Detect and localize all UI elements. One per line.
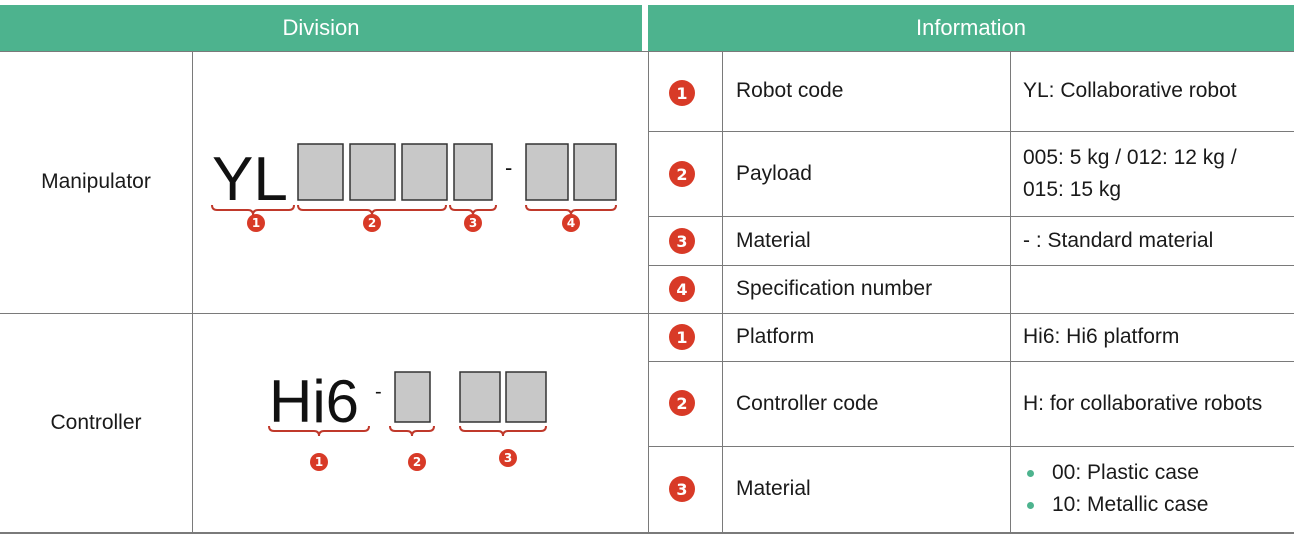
badge-2: 2 xyxy=(669,161,695,187)
manipulator-code-diagram: YL - 1 2 3 4 xyxy=(211,143,617,232)
grid-line xyxy=(722,51,723,533)
grid-line xyxy=(648,216,1294,217)
brace xyxy=(459,425,547,437)
svg-text:3: 3 xyxy=(469,216,477,230)
badge-1: 1 xyxy=(669,80,695,106)
code-box xyxy=(505,371,547,423)
controller-row-value: Hi6: Hi6 platform xyxy=(1023,325,1180,348)
controller-code-separator: - xyxy=(375,381,382,403)
manipulator-row-value: 005: 5 kg / 012: 12 kg / 015: 15 kg xyxy=(1023,145,1237,201)
code-box xyxy=(394,371,431,423)
manipulator-row-value: - : Standard material xyxy=(1023,228,1214,252)
manipulator-code-separator: - xyxy=(505,155,512,180)
manipulator-code-prefix: YL xyxy=(212,145,288,214)
grid-line xyxy=(1010,51,1011,533)
badge-3: 3 xyxy=(669,476,695,502)
svg-text:1: 1 xyxy=(315,455,323,469)
badge-1: 1 xyxy=(669,324,695,350)
list-item: 10: Metallic case xyxy=(1023,489,1208,521)
grid-line xyxy=(648,131,1294,132)
controller-row-value: H: for collaborative robots xyxy=(1023,391,1263,415)
grid-line xyxy=(0,51,1294,52)
material-bullet-list: 00: Plastic case 10: Metallic case xyxy=(1023,446,1283,532)
brace xyxy=(525,204,617,216)
controller-code-prefix: Hi6 xyxy=(269,368,359,435)
brace xyxy=(449,204,497,216)
manipulator-row-name: Material xyxy=(736,228,811,252)
brace xyxy=(297,204,447,216)
controller-row-name: Controller code xyxy=(736,391,879,415)
grid-line xyxy=(648,51,649,533)
list-item: 00: Plastic case xyxy=(1023,457,1199,489)
manipulator-row-value: YL: Collaborative robot xyxy=(1023,79,1237,102)
controller-row-name: Material xyxy=(736,477,811,500)
code-box xyxy=(453,143,493,201)
code-box xyxy=(525,143,569,201)
badge-3: 3 xyxy=(669,228,695,254)
grid-line xyxy=(648,265,1294,266)
grid-line xyxy=(648,361,1294,362)
svg-text:3: 3 xyxy=(504,451,512,465)
svg-text:2: 2 xyxy=(413,455,421,469)
manipulator-row-value xyxy=(1023,265,1283,313)
brace xyxy=(268,425,370,437)
code-box xyxy=(573,143,617,201)
manipulator-row-name: Payload xyxy=(736,161,812,185)
svg-text:1: 1 xyxy=(252,216,260,230)
manipulator-row-name: Robot code xyxy=(736,79,844,102)
badge-2: 2 xyxy=(669,390,695,416)
grid-line xyxy=(192,51,193,533)
bullet-icon xyxy=(1027,501,1034,509)
code-box xyxy=(349,143,396,201)
controller-code-diagram: Hi6 - 1 2 3 xyxy=(268,368,547,471)
code-box xyxy=(401,143,448,201)
grid-line xyxy=(0,313,1294,314)
code-box xyxy=(297,143,344,201)
division-header: Division xyxy=(0,5,642,51)
grid-line xyxy=(0,532,1294,534)
svg-text:2: 2 xyxy=(368,216,376,230)
controller-row-name: Platform xyxy=(736,325,815,348)
manipulator-row-name: Specification number xyxy=(736,277,933,300)
bullet-icon xyxy=(1027,469,1034,477)
manipulator-label: Manipulator xyxy=(41,170,151,193)
grid-line xyxy=(648,446,1294,447)
controller-label: Controller xyxy=(50,410,142,434)
information-header: Information xyxy=(648,5,1294,51)
badge-4: 4 xyxy=(669,276,695,302)
code-box xyxy=(459,371,501,423)
brace xyxy=(389,425,435,437)
svg-text:4: 4 xyxy=(567,216,575,230)
